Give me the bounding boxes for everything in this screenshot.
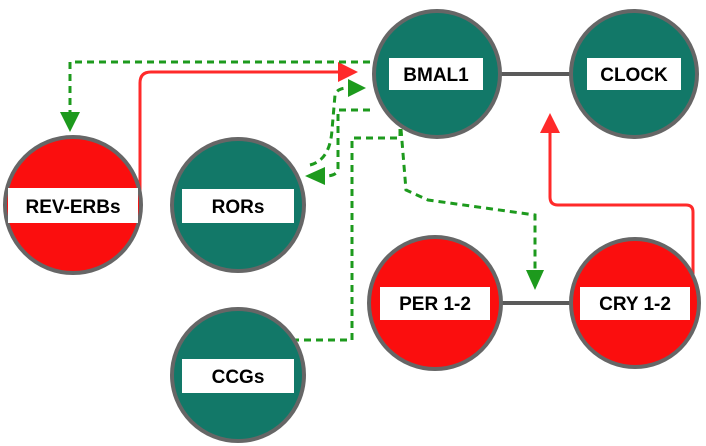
- edge-rors-to-bmal1: [309, 86, 349, 167]
- edge-bmal1-to-rev-erbs: [68, 60, 370, 112]
- node-per-label: PER 1-2: [399, 294, 471, 315]
- node-clock: CLOCK: [569, 9, 699, 139]
- edge-cry-to-clock: [548, 130, 695, 302]
- node-cry: CRY 1-2: [569, 237, 701, 369]
- node-rev-erbs-label: REV-ERBs: [25, 197, 120, 218]
- node-clock-label-box: [587, 58, 681, 90]
- node-bmal1-label: BMAL1: [403, 65, 469, 86]
- edge-cry-to-clock-arrowhead: [540, 113, 560, 133]
- node-bmal1: BMAL1: [372, 9, 502, 139]
- node-per-label-box: [380, 287, 490, 320]
- edge-rev-erbs-to-bmal1-arrowhead: [338, 62, 358, 82]
- node-rors-label: RORs: [212, 197, 265, 218]
- node-rev-erbs-label-box: [8, 188, 138, 223]
- edge-bmal1-to-rors: [324, 108, 370, 178]
- edge-bmal1-to-per: [398, 116, 537, 270]
- node-cry-label: CRY 1-2: [599, 294, 671, 315]
- node-ccgs: CCGs: [170, 307, 306, 443]
- edge-bmal1-to-rors-arrowhead: [305, 167, 325, 185]
- node-cry-label-box: [580, 287, 690, 320]
- node-ccgs-label: CCGs: [212, 367, 265, 388]
- node-per: PER 1-2: [367, 235, 503, 371]
- node-rors-label-box: [182, 189, 294, 223]
- edge-bmal1-to-per-arrowhead: [526, 270, 544, 290]
- edge-bmal1-to-rev-erbs-arrowhead: [60, 112, 80, 132]
- node-bmal1-label-box: [389, 58, 483, 90]
- edge-rev-erbs-to-bmal1: [138, 70, 344, 205]
- nodes: BMAL1 CLOCK REV-ERBs RORs PER 1-2 CRY 1-…: [3, 9, 701, 443]
- node-rev-erbs: REV-ERBs: [3, 135, 143, 275]
- node-ccgs-label-box: [182, 359, 294, 393]
- node-rors: RORs: [170, 137, 306, 273]
- node-clock-label: CLOCK: [600, 65, 668, 86]
- edge-rors-to-bmal1-arrowhead: [348, 79, 366, 97]
